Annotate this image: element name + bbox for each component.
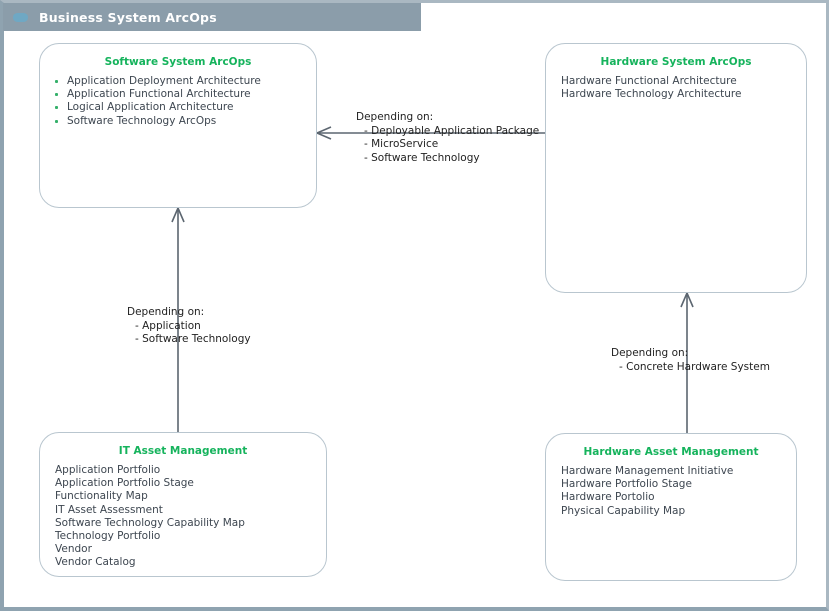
list-item: Application Portfolio Stage xyxy=(55,477,194,490)
list-item: Application Deployment Architecture xyxy=(55,75,316,88)
node-item-list: Hardware Functional Architecture Hardwar… xyxy=(546,75,806,101)
edge-label-heading: Depending on: xyxy=(611,347,689,359)
edge-label-item: - Software Technology xyxy=(364,151,480,164)
list-item: IT Asset Assessment xyxy=(55,503,163,516)
list-item: Software Technology ArcOps xyxy=(55,115,316,128)
node-item-list: Application Portfolio Application Portfo… xyxy=(40,464,326,570)
list-item: Technology Portfolio xyxy=(55,530,161,543)
node-hardware-asset-management[interactable]: Hardware Asset Management Hardware Manag… xyxy=(545,433,797,581)
list-item: Hardware Management Initiative xyxy=(561,465,734,477)
node-hardware-system-arcops[interactable]: Hardware System ArcOps Hardware Function… xyxy=(545,43,807,293)
window-title-bar[interactable]: Business System ArcOps xyxy=(3,3,421,31)
list-item: Vendor xyxy=(55,543,92,556)
node-title: IT Asset Management xyxy=(118,445,248,457)
edge-label-heading: Depending on: xyxy=(127,306,205,318)
list-item: Application Portfolio xyxy=(55,464,161,476)
list-item: Functionality Map xyxy=(55,490,148,503)
list-item: Hardware Functional Architecture xyxy=(561,75,737,87)
node-title: Software System ArcOps xyxy=(104,56,252,68)
edge-label-item: - Concrete Hardware System xyxy=(619,360,770,373)
list-item: Logical Application Architecture xyxy=(55,101,316,114)
edge-label-item: - MicroService xyxy=(364,138,439,151)
list-item: Hardware Portolio xyxy=(561,491,655,504)
window-title: Business System ArcOps xyxy=(39,9,217,25)
list-item: Vendor Catalog xyxy=(55,556,136,569)
node-it-asset-management[interactable]: IT Asset Management Application Portfoli… xyxy=(39,432,327,577)
edge-label-hardware-to-software: Depending on: - Deployable Application P… xyxy=(356,111,539,165)
node-item-list: Hardware Management Initiative Hardware … xyxy=(546,465,796,518)
edge-label-itasset-to-software: Depending on: - Application - Software T… xyxy=(127,306,251,347)
edge-label-heading: Depending on: xyxy=(356,111,434,123)
edge-label-item: - Software Technology xyxy=(135,333,251,346)
edge-label-hwasset-to-hardware: Depending on: - Concrete Hardware System xyxy=(611,347,770,374)
edge-label-item: - Deployable Application Package xyxy=(364,124,540,137)
node-title: Hardware System ArcOps xyxy=(600,56,752,68)
list-item: Hardware Portfolio Stage xyxy=(561,478,692,491)
list-item: Physical Capability Map xyxy=(561,504,686,517)
tab-icon xyxy=(13,12,28,22)
node-title: Hardware Asset Management xyxy=(583,446,759,458)
edge-label-item: - Application xyxy=(135,319,201,332)
node-item-list: Application Deployment Architecture Appl… xyxy=(40,75,316,128)
node-software-system-arcops[interactable]: Software System ArcOps Application Deplo… xyxy=(39,43,317,208)
list-item: Hardware Technology Architecture xyxy=(561,88,742,101)
list-item: Software Technology Capability Map xyxy=(55,516,245,529)
list-item: Application Functional Architecture xyxy=(55,88,316,101)
